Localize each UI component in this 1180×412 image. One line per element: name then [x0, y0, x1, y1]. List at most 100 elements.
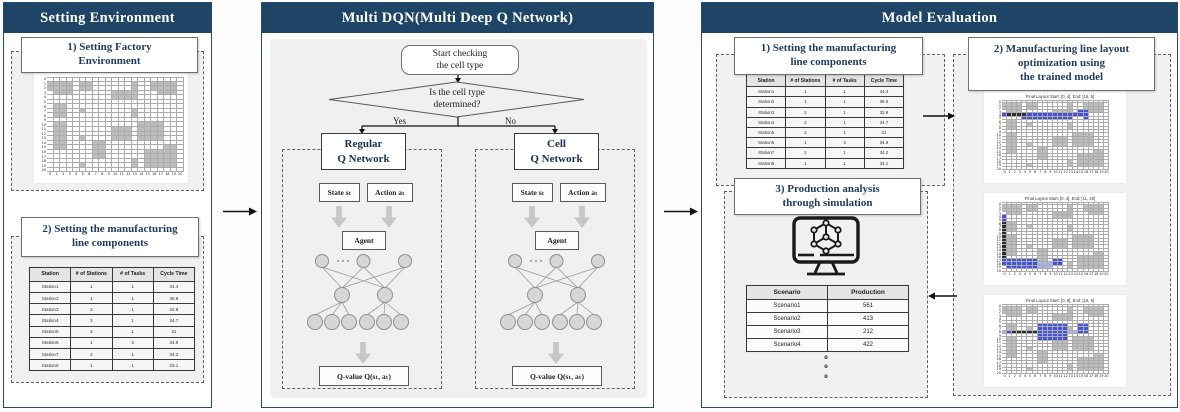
grid-cell: [1103, 113, 1109, 117]
grid-cell: [1083, 337, 1089, 341]
grid-cell: [73, 108, 80, 114]
grid-cell: [1027, 110, 1033, 114]
table-cell: 32.8: [863, 106, 905, 118]
grid-cell: [73, 86, 80, 91]
grid-cell: [1093, 146, 1099, 151]
row-tick-label: 12: [996, 241, 1001, 246]
grid-cell: [1007, 360, 1013, 365]
grid-cell: [1047, 110, 1053, 114]
grid-cell: [1027, 163, 1033, 167]
col-tick-label: 2: [1013, 170, 1016, 175]
grid-row: 5: [39, 99, 184, 105]
grid-cell: [144, 77, 151, 82]
grid-cell: [1022, 136, 1028, 141]
grid-cell: [1063, 130, 1069, 134]
table-cell: 3: [824, 137, 865, 149]
grid-cell: [1083, 212, 1089, 216]
grid-cell: [60, 122, 67, 128]
grid-row: 1: [39, 81, 184, 87]
grid-cell: [1058, 364, 1064, 368]
grid-cell: [1078, 268, 1084, 273]
grid-cell: [53, 149, 60, 155]
grid-cell: [1052, 106, 1059, 111]
grid-cell: [1083, 344, 1089, 348]
grid-cell: [66, 104, 73, 109]
row-tick-label: 12: [996, 139, 1001, 144]
grid-cell: [1083, 265, 1089, 269]
grid-cell: [138, 140, 145, 146]
grid-cell: [1002, 150, 1008, 154]
col-tick-label: 18: [1094, 272, 1099, 277]
grid-cell: [73, 113, 80, 118]
grid-cell: [1042, 140, 1048, 144]
grid-cell: [1073, 106, 1079, 111]
step2-line-components-title: 2) Setting the manufacturing line compon…: [21, 217, 199, 257]
grid-cell: [1032, 133, 1038, 137]
grid-cell: [1037, 163, 1043, 167]
grid-cell: [66, 81, 73, 87]
grid-cell: [1063, 238, 1069, 243]
col-tick-label: 10: [1053, 374, 1058, 379]
grid-cell: [1063, 252, 1069, 256]
grid-cell: [1047, 262, 1053, 266]
grid-cell: [1052, 307, 1059, 311]
grid-cell: [86, 113, 93, 118]
grid-cell: [1098, 337, 1104, 341]
grid-cell: [1103, 116, 1109, 121]
grid-row: 16: [994, 153, 1109, 157]
grid-cell: [86, 99, 93, 105]
grid-cell: [1063, 208, 1069, 213]
grid-cell: [1027, 143, 1033, 147]
grid-cell: [1068, 228, 1074, 233]
grid-cell: [1032, 337, 1038, 341]
grid-cell: [1027, 130, 1033, 134]
grid-cell: [1083, 262, 1089, 266]
grid-cell: [1017, 314, 1023, 318]
grid-cell: [1042, 344, 1048, 348]
row-tick-label: 13: [996, 347, 1001, 352]
grid-cell: [1002, 100, 1008, 104]
grid-cell: [1012, 370, 1018, 375]
grid-row: 9: [994, 232, 1109, 236]
col-tick-label: 3: [1018, 170, 1021, 175]
grid-cell: [1007, 153, 1013, 157]
grid-cell: [1098, 136, 1104, 141]
grid-cell: [1012, 364, 1018, 368]
grid-cell: [1022, 248, 1028, 253]
grid-cell: [1012, 228, 1018, 233]
grid-cell: [86, 145, 93, 150]
grid-cell: [1052, 222, 1059, 226]
grid-cell: [157, 113, 164, 118]
grid-cell: [1073, 163, 1079, 167]
grid-cell: [1047, 337, 1053, 341]
grid-cell: [1047, 265, 1053, 269]
grid-cell: [1088, 106, 1094, 111]
grid-cell: [1022, 146, 1028, 151]
grid-cell: [1058, 252, 1064, 256]
grid-cell: [112, 113, 119, 118]
grid-cell: [1068, 218, 1074, 223]
grid-cell: [1083, 307, 1089, 311]
grid-cell: [1002, 370, 1008, 375]
grid-cell: [1083, 208, 1089, 213]
grid-cell: [170, 113, 177, 118]
grid-cell: [1063, 324, 1069, 328]
table-cell: 1: [785, 86, 826, 98]
grid-cell: [1032, 143, 1038, 147]
grid-cell: [66, 131, 73, 137]
grid-cell: [1078, 100, 1084, 104]
grid-cell: [1093, 163, 1099, 167]
row-tick-label: 11: [996, 136, 1001, 141]
grid-cell: [151, 117, 158, 123]
grid-cell: [1022, 268, 1028, 273]
grid-cell: [1068, 160, 1074, 164]
grid-cell: [86, 77, 93, 82]
grid-cell: [157, 122, 164, 128]
grid-cell: [60, 136, 67, 141]
grid-cell: [1093, 202, 1099, 206]
grid-cell: [92, 127, 99, 132]
grid-cell: [73, 167, 80, 173]
grid-cell: [1017, 116, 1023, 121]
